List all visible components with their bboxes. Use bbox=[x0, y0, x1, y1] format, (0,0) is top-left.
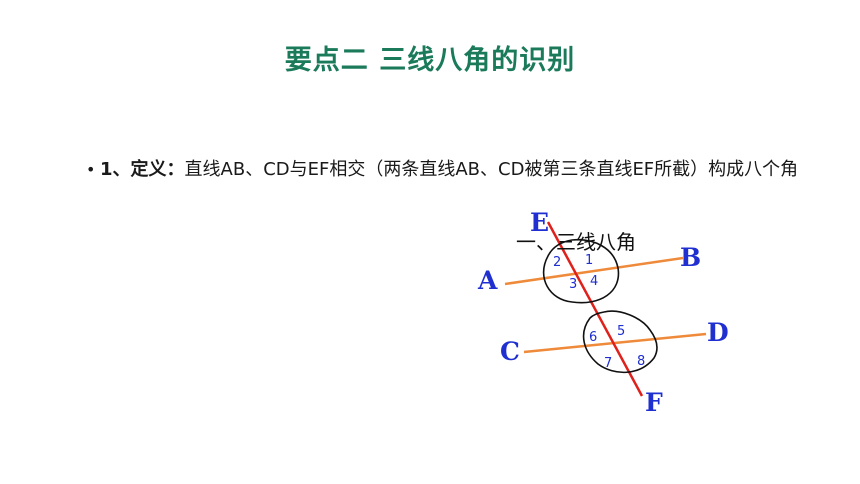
definition-body: 直线AB、CD与EF相交（两条直线AB、CD被第三条直线EF所截）构成八个角 bbox=[184, 159, 799, 180]
bullet-marker: • bbox=[86, 160, 96, 179]
angle-5-label: 5 bbox=[617, 324, 625, 339]
definition-bullet: • 1、定义：直线AB、CD与EF相交（两条直线AB、CD被第三条直线EF所截）… bbox=[86, 152, 856, 188]
line-cd bbox=[523, 332, 707, 354]
diagram-caption: 一、三线八角 bbox=[516, 230, 636, 254]
angle-6-label: 6 bbox=[589, 330, 597, 345]
point-d-label: D bbox=[707, 318, 729, 347]
point-c-label: C bbox=[500, 337, 520, 366]
point-f-label: F bbox=[645, 388, 663, 417]
point-e-label: E bbox=[530, 208, 549, 237]
angle-2-label: 2 bbox=[553, 255, 561, 270]
definition-text: 1、定义：直线AB、CD与EF相交（两条直线AB、CD被第三条直线EF所截）构成… bbox=[100, 152, 856, 188]
angle-4-label: 4 bbox=[590, 274, 598, 289]
line-ef bbox=[546, 221, 644, 397]
definition-lead: 1、定义： bbox=[100, 159, 185, 180]
angle-7-label: 7 bbox=[604, 356, 612, 371]
point-b-label: B bbox=[680, 243, 701, 272]
line-ab bbox=[504, 256, 684, 286]
point-a-label: A bbox=[477, 266, 498, 295]
page-title: 要点二 三线八角的识别 bbox=[284, 45, 576, 76]
angle-1-label: 1 bbox=[585, 253, 593, 268]
angle-3-label: 3 bbox=[569, 277, 577, 292]
angle-8-label: 8 bbox=[637, 354, 645, 369]
angle-arc-upper bbox=[542, 238, 620, 304]
angle-arc-lower bbox=[582, 310, 658, 374]
